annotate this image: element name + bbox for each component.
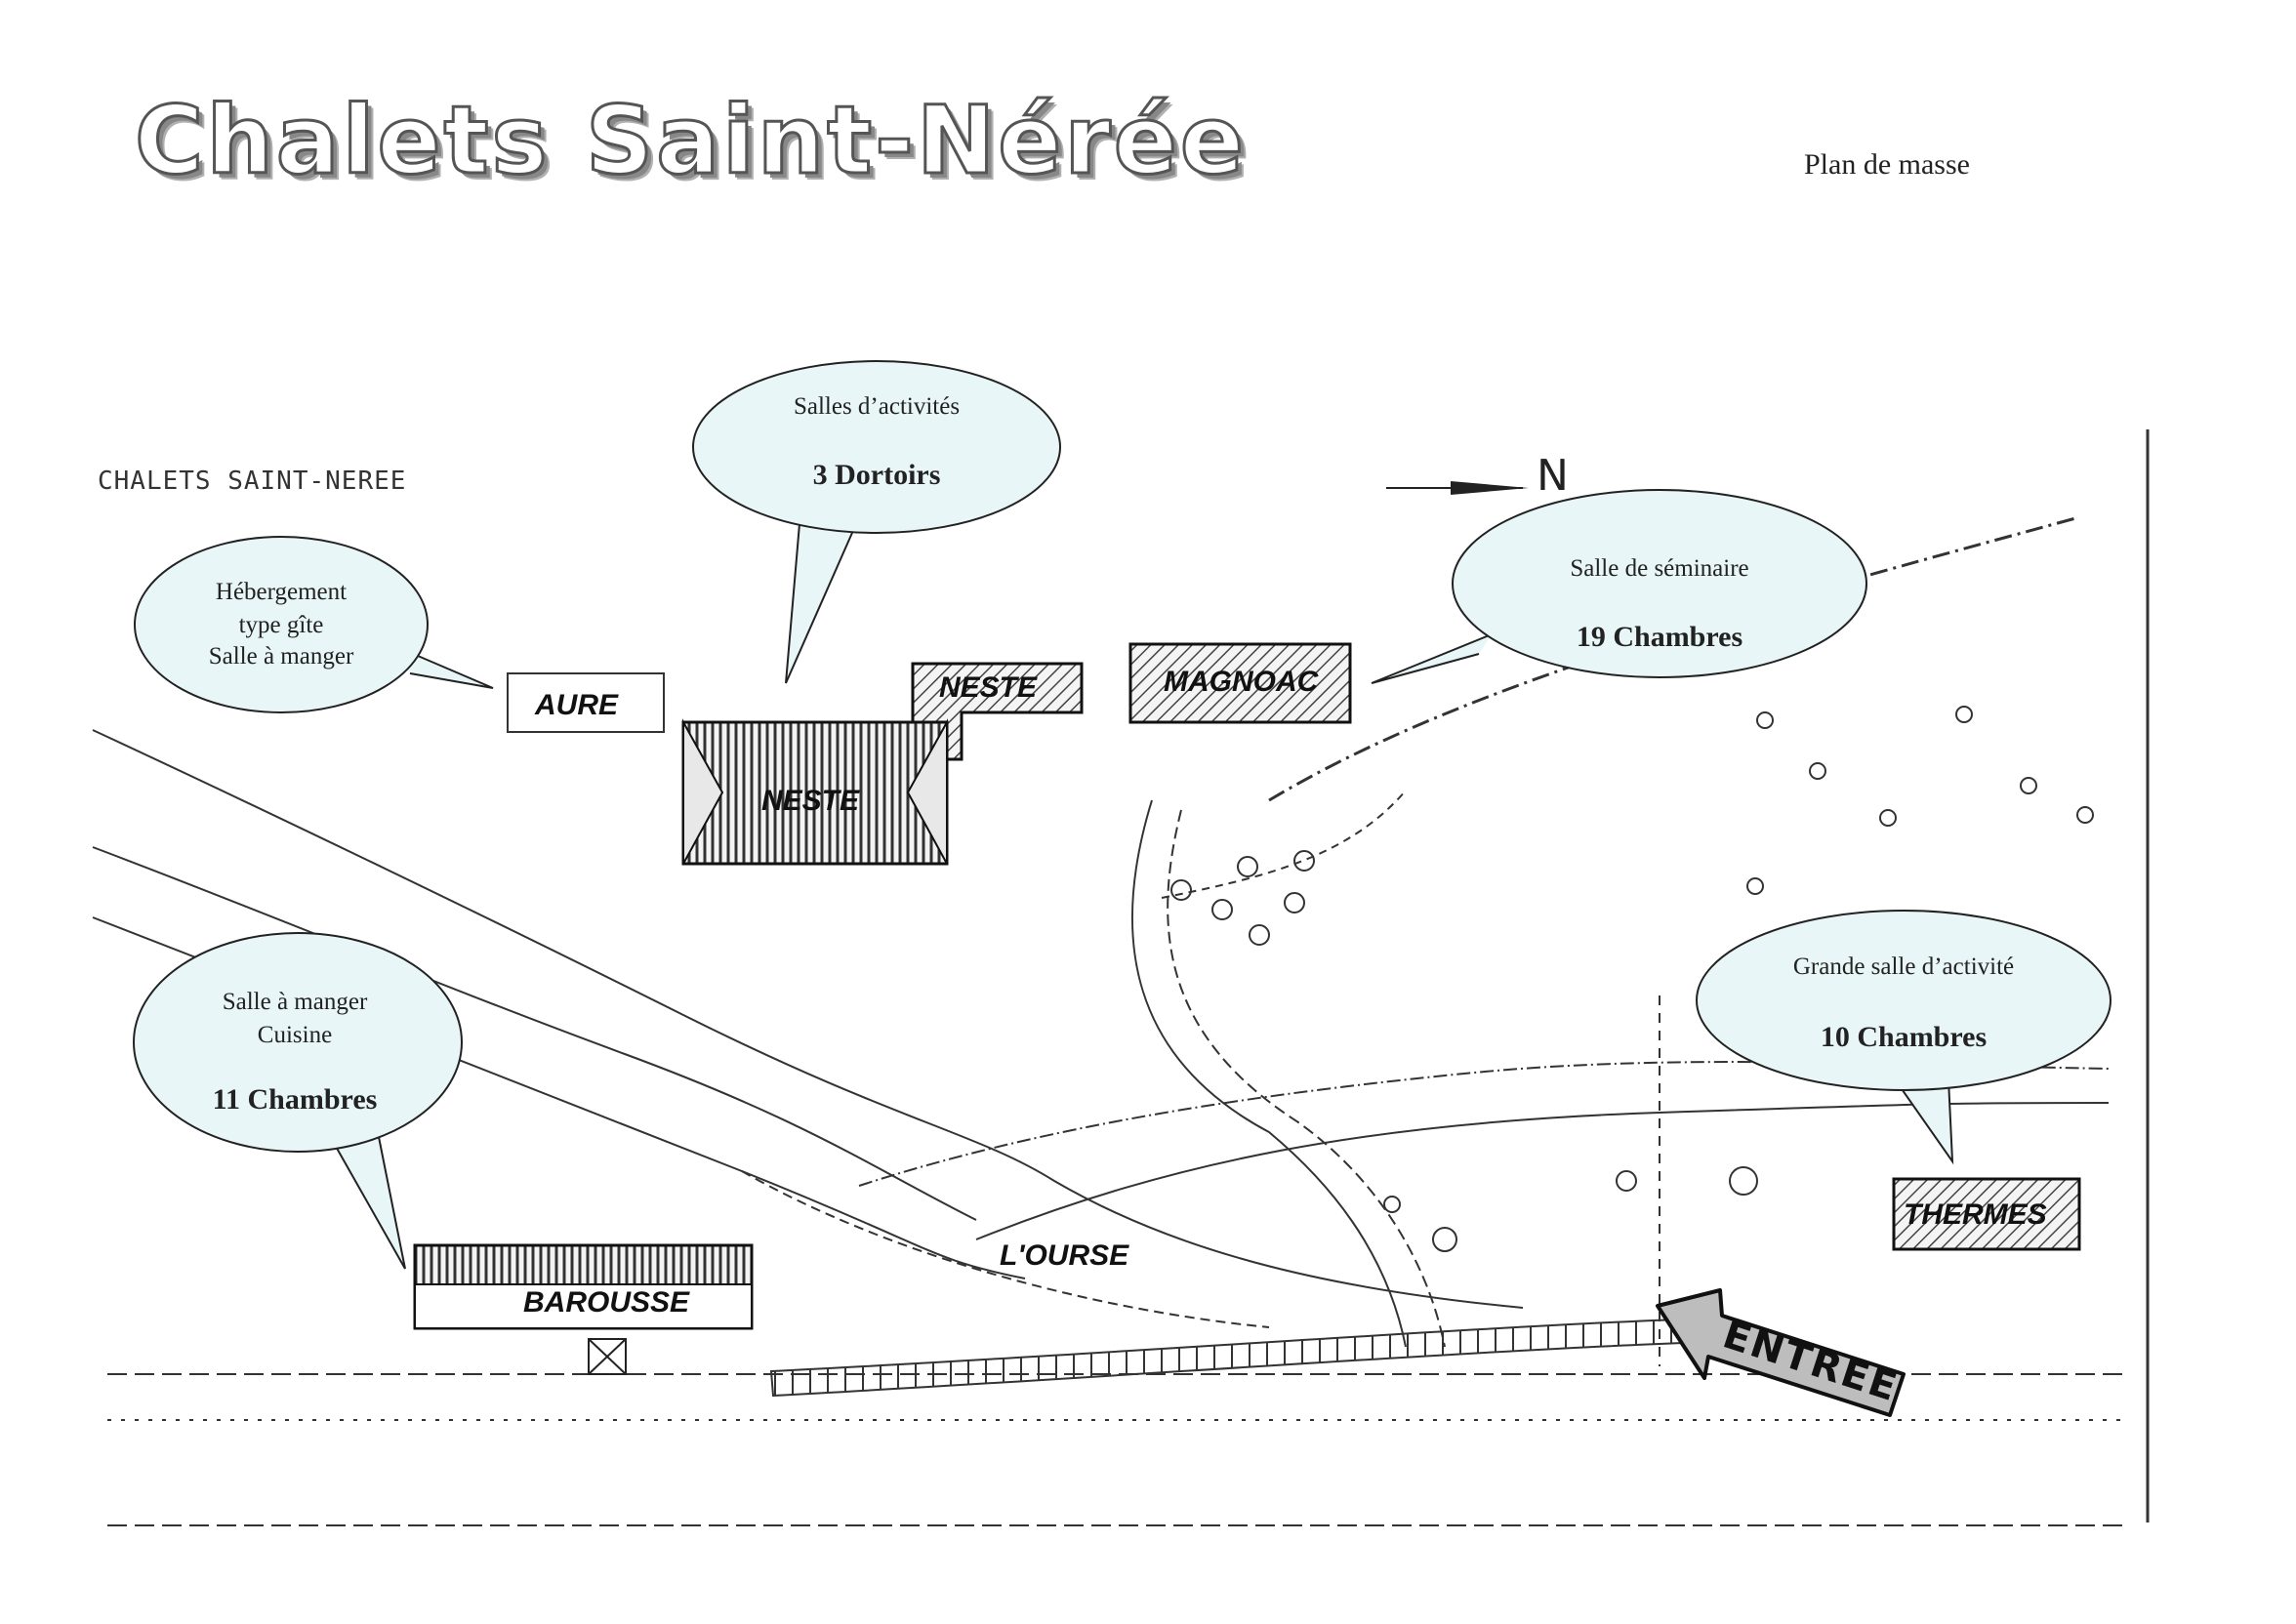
bubble-hebergement-line2: type gîte <box>238 612 324 638</box>
bubble-manger-line2: Cuisine <box>257 1022 333 1048</box>
entree-arrow <box>1656 1288 1906 1417</box>
building-aure <box>507 672 665 733</box>
bubble-manger-line3: 11 Chambres <box>212 1083 378 1116</box>
bubble-grande <box>1696 910 2112 1165</box>
building-label-ourse: L'OURSE <box>1000 1239 1129 1272</box>
bubble-grande-line1: Grande salle d’activité <box>1792 954 2015 980</box>
bubble-seminaire-line1: Salle de séminaire <box>1570 555 1749 582</box>
page-title: Chalets Saint-Nérée <box>134 85 1247 197</box>
bubble-hebergement-line3: Salle à manger <box>208 643 354 670</box>
bubble-seminaire <box>1371 489 1867 684</box>
building-magnoac <box>1128 642 1352 724</box>
building-label-magnoac: MAGNOAC <box>1164 666 1319 698</box>
building-label-barousse: BAROUSSE <box>523 1286 690 1319</box>
building-thermes <box>1892 1177 2081 1251</box>
building-label-neste-top: NESTE <box>939 671 1038 704</box>
bubble-activites-line1: Salles d’activités <box>793 393 961 420</box>
bubble-grande-line2: 10 Chambres <box>1820 1021 1988 1053</box>
bubble-hebergement-line1: Hébergement <box>215 579 348 605</box>
fence-strip <box>769 1318 1687 1398</box>
building-neste-main <box>681 718 949 866</box>
building-label-neste-main: NESTE <box>761 785 860 817</box>
north-arrow <box>1386 481 1529 495</box>
bubble-hebergement <box>134 536 494 713</box>
plan-caption: CHALETS SAINT-NEREE <box>98 467 407 496</box>
trees <box>1170 706 2094 1252</box>
bubble-activites <box>692 360 1061 684</box>
bubble-activites-line2: 3 Dortoirs <box>812 459 941 491</box>
building-label-aure: AURE <box>535 689 619 721</box>
building-label-thermes: THERMES <box>1904 1198 2047 1231</box>
north-label: N <box>1537 451 1569 501</box>
bubble-manger-line1: Salle à manger <box>222 989 368 1015</box>
bubble-seminaire-line2: 19 Chambres <box>1576 621 1743 653</box>
building-barousse <box>413 1243 754 1375</box>
bubble-manger <box>133 932 463 1270</box>
plan-subtitle: Plan de masse <box>1804 148 1970 181</box>
